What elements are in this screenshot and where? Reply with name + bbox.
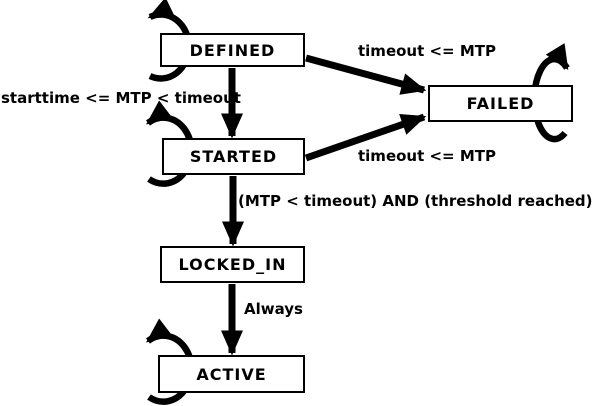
label-started-to-lockedin: (MTP < timeout) AND (threshold reached) xyxy=(238,192,593,210)
state-started: STARTED xyxy=(162,138,305,175)
label-defined-to-failed: timeout <= MTP xyxy=(358,42,497,60)
edge-defined-to-failed xyxy=(305,54,427,95)
state-locked-in: LOCKED_IN xyxy=(160,246,305,283)
state-defined: DEFINED xyxy=(160,33,305,67)
edge-started-to-failed xyxy=(304,113,427,162)
state-active: ACTIVE xyxy=(158,355,305,393)
label-started-to-failed: timeout <= MTP xyxy=(358,147,497,165)
label-defined-to-started: starttime <= MTP < timeout xyxy=(1,89,241,107)
state-failed: FAILED xyxy=(428,85,573,122)
label-lockedin-to-active: Always xyxy=(244,300,303,318)
